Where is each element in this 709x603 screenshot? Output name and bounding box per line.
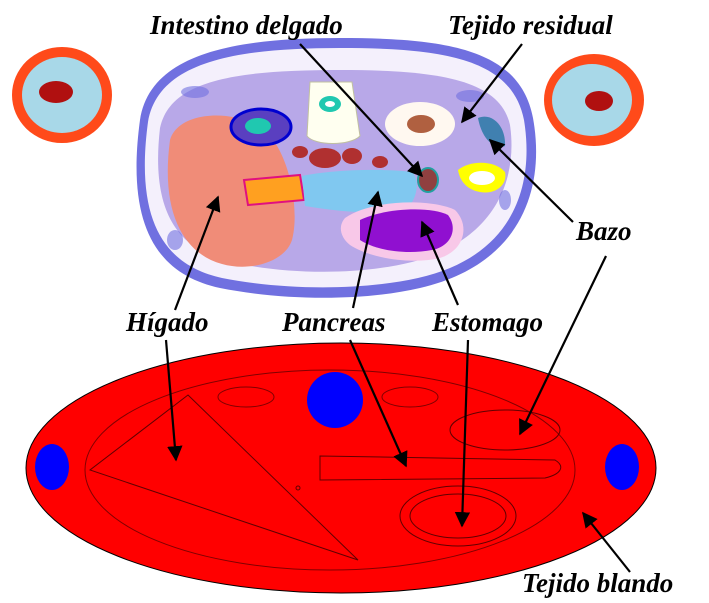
left-arm-circle	[35, 444, 69, 490]
left-arm-section	[12, 47, 112, 143]
label-higado: Hígado	[126, 309, 209, 336]
label-bazo: Bazo	[576, 218, 632, 245]
right-arm-circle	[605, 444, 639, 490]
label-pancreas: Pancreas	[282, 309, 386, 336]
gallbladder	[244, 175, 304, 205]
label-tejido-residual: Tejido residual	[448, 12, 613, 39]
label-tejido-blando: Tejido blando	[522, 570, 673, 597]
spine-circle	[307, 372, 363, 428]
phantom-model	[26, 343, 656, 593]
ct-segmentation-image	[12, 38, 644, 298]
right-arm-section	[544, 54, 644, 146]
vertebra	[307, 82, 360, 144]
small-intestine-region	[418, 168, 438, 192]
left-kidney-pelvis	[245, 118, 271, 134]
label-intestino-delgado: Intestino delgado	[150, 12, 343, 39]
label-estomago: Estomago	[432, 309, 543, 336]
